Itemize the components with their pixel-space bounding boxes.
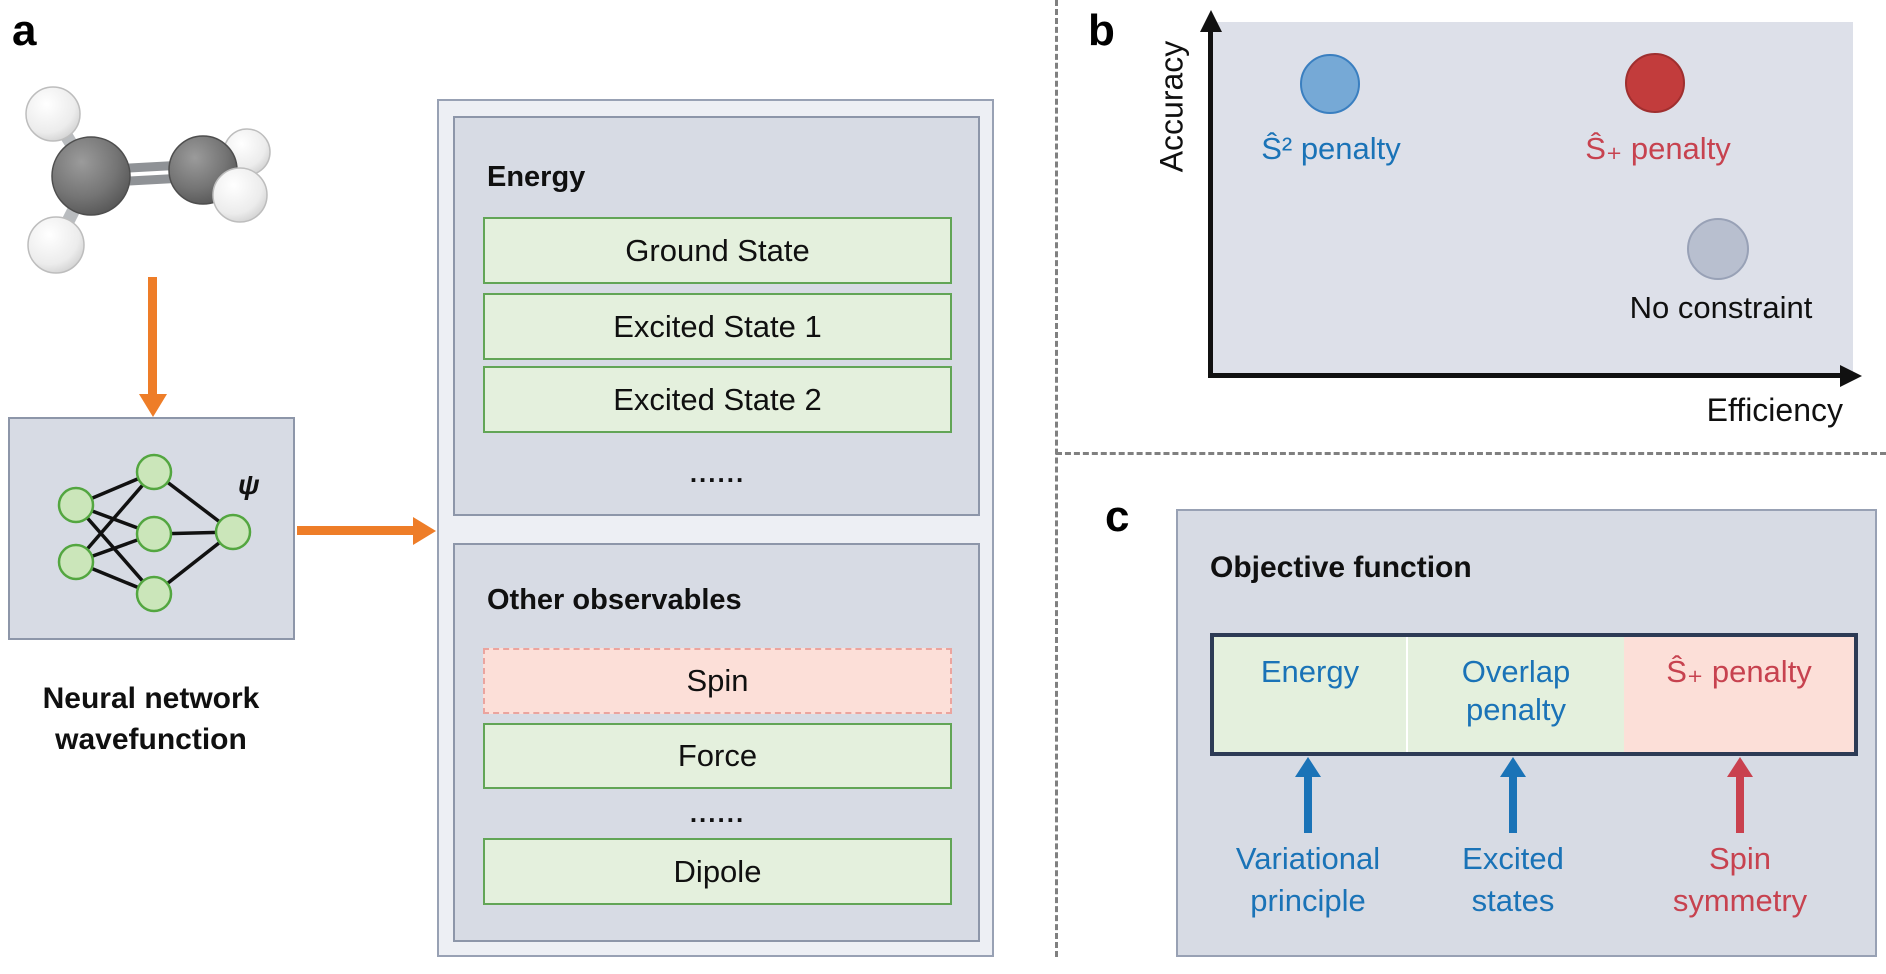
excited-states-arrowhead xyxy=(1500,757,1526,777)
spin-symmetry-line1: Spin xyxy=(1708,841,1772,876)
y-axis-arrowhead xyxy=(1200,10,1222,32)
psi-symbol: ψ xyxy=(238,469,260,500)
energy-item-excited-state-1: Excited State 1 xyxy=(483,293,952,360)
objective-function-title: Objective function xyxy=(1210,551,1472,584)
hydrogen-atom xyxy=(25,86,81,142)
x-axis-label: Efficiency xyxy=(1706,392,1843,428)
nn-hidden-node xyxy=(135,453,173,491)
y-axis-line xyxy=(1208,28,1213,378)
spin-symmetry-label: Spin symmetry xyxy=(1640,838,1840,922)
overlap-penalty-line1: Overlap xyxy=(1461,654,1571,689)
no-constraint-dot xyxy=(1687,218,1749,280)
molecule-to-network-arrow xyxy=(148,277,157,397)
network-caption: Neural network wavefunction xyxy=(0,678,302,760)
horizontal-dashed-divider xyxy=(1056,452,1886,455)
variational-principle-line1: Variational xyxy=(1235,841,1381,876)
s-plus-penalty-label: Ŝ₊ penalty xyxy=(1585,131,1731,166)
vertical-dashed-divider xyxy=(1055,0,1058,957)
segment-divider xyxy=(1406,637,1408,752)
hydrogen-atom xyxy=(212,167,268,223)
s-plus-penalty-dot xyxy=(1625,53,1685,113)
no-constraint-label: No constraint xyxy=(1629,290,1813,325)
excited-states-arrow xyxy=(1509,775,1517,833)
excited-states-line2: states xyxy=(1471,883,1555,918)
nn-input-node xyxy=(57,486,95,524)
nn-hidden-node xyxy=(135,515,173,553)
variational-principle-arrow xyxy=(1304,775,1312,833)
energy-item-ground-state: Ground State xyxy=(483,217,952,284)
s-plus-penalty-segment-label: Ŝ₊ penalty xyxy=(1666,654,1812,689)
x-axis-line xyxy=(1210,373,1846,378)
nn-nodes xyxy=(57,453,252,613)
ethylene-molecule-icon xyxy=(25,86,271,274)
variational-principle-line2: principle xyxy=(1250,883,1366,918)
panel-a-label: a xyxy=(12,6,37,55)
energy-box-title: Energy xyxy=(487,161,586,193)
y-axis-label: Accuracy xyxy=(1153,40,1190,173)
network-caption-line2: wavefunction xyxy=(55,723,247,756)
s2-penalty-dot xyxy=(1300,54,1360,114)
objective-segment-s-plus-penalty: Ŝ₊ penalty xyxy=(1624,637,1854,752)
network-to-outputs-arrowhead xyxy=(413,517,436,545)
spin-symmetry-line2: symmetry xyxy=(1672,883,1808,918)
hydrogen-atom xyxy=(27,216,85,274)
observables-ellipsis: ...... xyxy=(689,798,746,828)
objective-function-bar: Energy Overlap penalty Ŝ₊ penalty xyxy=(1210,633,1858,756)
spin-symmetry-arrow xyxy=(1736,775,1744,833)
observables-box-title: Other observables xyxy=(487,584,742,616)
spin-symmetry-arrowhead xyxy=(1727,757,1753,777)
observable-item-force: Force xyxy=(483,723,952,789)
energy-item-excited-state-2: Excited State 2 xyxy=(483,366,952,433)
nn-output-node xyxy=(214,513,252,551)
panel-c-label: c xyxy=(1105,492,1130,541)
variational-principle-arrowhead xyxy=(1295,757,1321,777)
observable-item-dipole: Dipole xyxy=(483,838,952,905)
excited-states-line1: Excited xyxy=(1462,841,1564,876)
nn-hidden-node xyxy=(135,575,173,613)
molecule-to-network-arrowhead xyxy=(139,394,167,417)
nn-input-node xyxy=(57,543,95,581)
objective-segment-overlap-penalty: Overlap penalty xyxy=(1408,637,1624,752)
objective-segment-energy-label: Energy xyxy=(1260,654,1360,689)
s2-penalty-label: Ŝ² penalty xyxy=(1261,131,1401,166)
network-caption-line1: Neural network xyxy=(42,682,260,715)
panel-b-label: b xyxy=(1088,6,1115,55)
network-to-outputs-arrow xyxy=(297,526,414,535)
energy-ellipsis: ...... xyxy=(689,458,746,488)
neural-network-box: ψ xyxy=(8,417,295,640)
observable-item-spin: Spin xyxy=(483,648,952,714)
carbon-atom xyxy=(51,136,131,216)
overlap-penalty-line2: penalty xyxy=(1466,692,1566,727)
x-axis-arrowhead xyxy=(1840,364,1862,387)
objective-segment-energy: Energy xyxy=(1214,637,1406,752)
variational-principle-label: Variational principle xyxy=(1208,838,1408,922)
excited-states-label: Excited states xyxy=(1413,838,1613,922)
neural-network-diagram: ψ xyxy=(57,453,260,613)
